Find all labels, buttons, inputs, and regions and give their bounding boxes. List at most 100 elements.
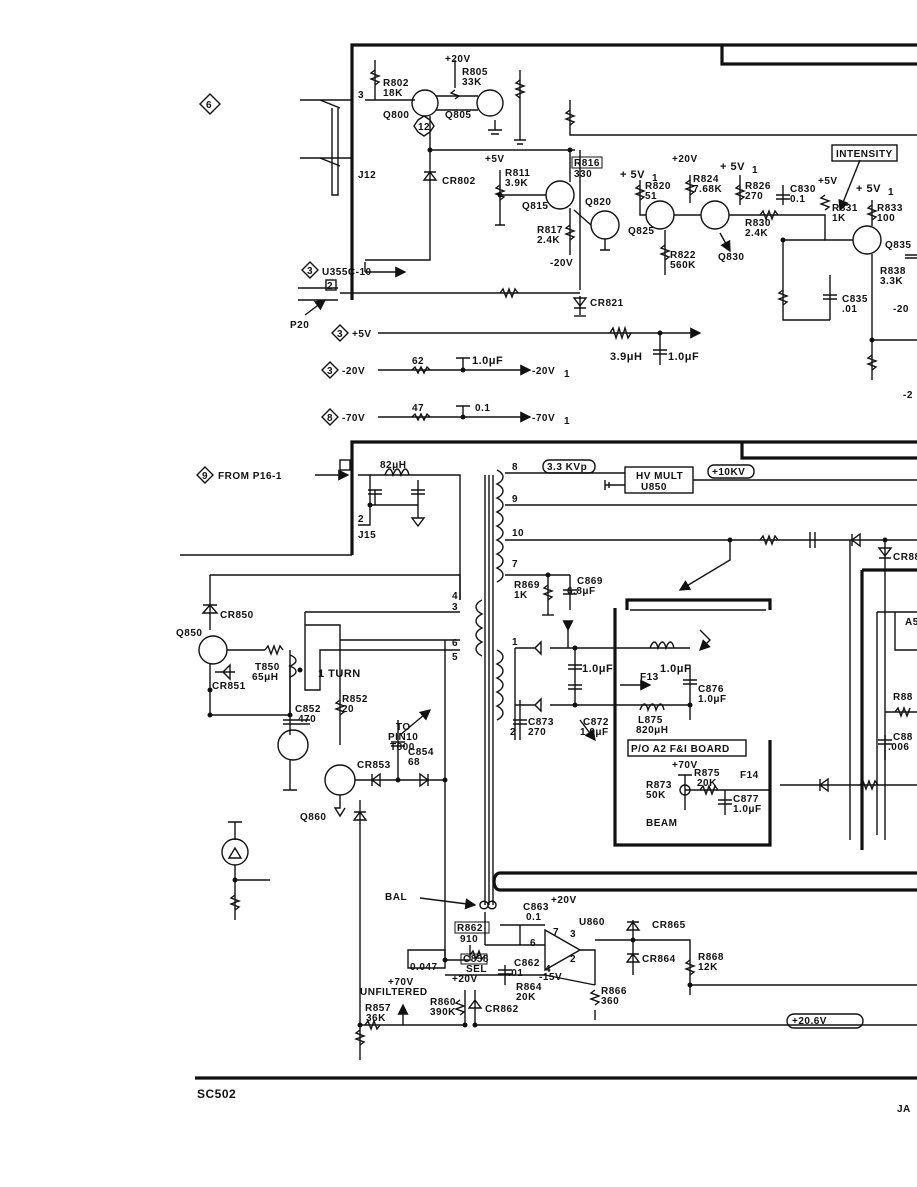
label-r826: R826 [745,181,771,192]
label-op3: 3 [570,929,576,940]
label-r822: R822 [670,250,696,261]
label-c877: C877 [733,794,759,805]
board-label-box [627,739,747,757]
label-kv10: +10KV [712,467,745,478]
label-cr88: CR88 [893,552,917,563]
label-r864: R864 [516,982,542,993]
label-op7: 7 [553,927,559,938]
q815-symbol [545,180,575,210]
label-q825: Q825 [628,226,654,237]
label-v5v1-a-sub: 1 [652,173,658,184]
label-c862: C862 [514,958,540,969]
label-t9: 9 [512,494,518,505]
label-v20c: +20V [551,895,577,906]
label-r866: R866 [601,986,627,997]
label-kv33: 3.3 KVp [547,462,587,473]
label-q860: Q860 [300,812,326,823]
label-t850: T850 [255,662,280,673]
label-r817: R817 [537,225,563,236]
label-r830-val: 2.4K [745,228,768,239]
label-r868: R868 [698,952,724,963]
label-cr864: CR864 [642,954,676,965]
label-c869: C869 [577,576,603,587]
label-v5b: +5V [818,176,838,187]
label-r864-val: 20K [516,992,536,1003]
label-r869: R869 [514,580,540,591]
board-outline-lower [180,440,917,556]
label-r873-val: 50K [646,790,666,801]
lower-wiring [195,459,917,1080]
label-r805-val: 33K [462,77,482,88]
label-op4: 4 [545,964,551,975]
label-c872-val: 1.0μF [580,727,609,738]
label-c873: C873 [528,717,554,728]
q835-symbol [852,225,882,255]
label-q805: Q805 [445,110,471,121]
kv33-box [542,459,596,474]
label-m15: -15V [539,972,562,983]
label-u355: U355C-10 [322,267,372,278]
section-marker-8: 8 [321,408,339,426]
label-c876: C876 [698,684,724,695]
label-f13: F13 [640,672,659,683]
label-v5v1-c-sub: 1 [888,187,894,198]
label-t850-val: 65μH [252,672,278,683]
label-c835-val: .01 [842,304,857,315]
label-v70: +70V [672,760,698,771]
label-v5v1-a: + 5V [620,169,645,181]
label-c10b: 1.0μF [472,355,503,367]
label-pin3: 3 [358,90,364,101]
label-r831: R831 [832,203,858,214]
label-v5v1-c: + 5V [856,183,881,195]
label-c88-val: .006 [888,742,909,753]
label-a5: A5 [905,617,917,628]
label-board: P/O A2 F&I BOARD [631,744,730,755]
label-r824: R824 [693,174,719,185]
label-c10a: 1.0μF [668,351,699,363]
label-c852: C852 [295,704,321,715]
label-m20-out-sub: 1 [564,369,570,380]
label-c876-val: 1.0μF [698,694,727,705]
label-c854: C854 [408,747,434,758]
component-labels: +20V R805 33K R802 18K 3 Q800 Q805 J12 C… [176,54,917,1115]
label-c830-val: 0.1 [790,194,805,205]
label-u860: U860 [579,917,605,928]
label-r862: R862 [457,923,483,934]
label-pin10: PIN10 [388,732,418,743]
label-c858-val: SEL [466,964,487,975]
u860-opamp [544,928,582,972]
label-cr853: CR853 [357,760,391,771]
label-r805: R805 [462,67,488,78]
label-t6: 6 [452,638,458,649]
label-q815: Q815 [522,201,548,212]
label-r824-val: 7.68K [693,184,722,195]
label-l875: L875 [638,715,663,726]
label-r811-val: 3.9K [505,178,528,189]
label-v20-top: +20V [445,54,471,65]
label-m70-in: -70V [342,413,365,424]
label-r826-val: 270 [745,191,763,202]
label-j15: J15 [358,530,376,541]
label-intensity: INTENSITY [836,149,893,160]
svg-text:12: 12 [418,122,430,133]
q825-symbol [645,200,675,230]
label-cr802: CR802 [442,176,476,187]
label-q800: Q800 [383,110,409,121]
label-c01: 0.1 [475,403,490,414]
label-v206: +20.6V [792,1016,827,1027]
label-c830: C830 [790,184,816,195]
label-c869-val: 6.8μF [567,586,596,597]
label-cr862: CR862 [485,1004,519,1015]
transistor-ref-12: 12 [413,115,435,137]
label-p20: P20 [290,320,309,331]
q805-symbol [476,89,504,117]
label-r857: R857 [365,1003,391,1014]
label-c877-val: 1.0μF [733,804,762,815]
label-c047: 0.047 [410,962,438,973]
label-q850: Q850 [176,628,202,639]
label-to: TO [396,722,411,733]
label-r817-val: 2.4K [537,235,560,246]
label-t1: 1 [512,637,518,648]
label-v5v1-b: + 5V [720,161,745,173]
